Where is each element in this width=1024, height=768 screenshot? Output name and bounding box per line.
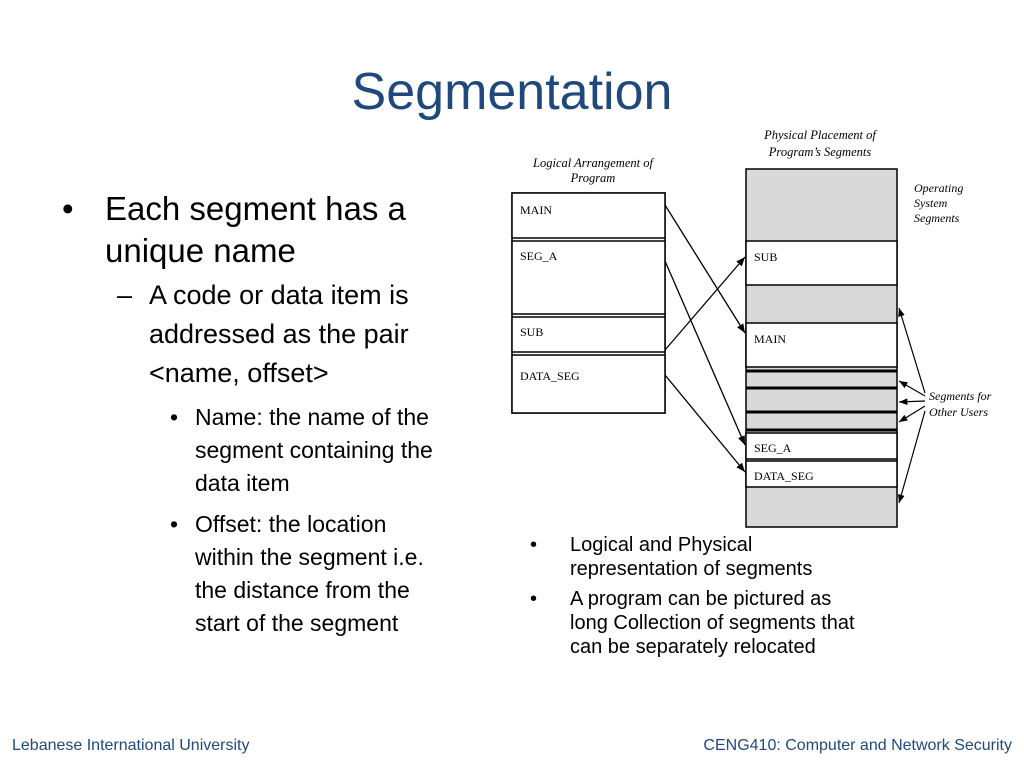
logical-label-sub: SUB: [520, 325, 543, 339]
footer-university: Lebanese International University: [12, 737, 250, 754]
os-label-line1: Operating: [914, 181, 963, 195]
bullet-dot: •: [170, 404, 179, 430]
physical-seg-sub: [745, 240, 898, 286]
logical-label-seg-a: SEG_A: [520, 249, 558, 263]
physical-column: SUB MAIN SEG_A DATA_SEG: [745, 168, 898, 528]
bullet-text: Offset: the location: [195, 511, 387, 537]
logical-caption-line2: Program: [570, 171, 616, 185]
logical-seg-a: [511, 240, 666, 315]
logical-seg-sub: [511, 316, 666, 353]
note-text: can be separately relocated: [570, 636, 816, 658]
bullet-dot: •: [170, 511, 179, 537]
physical-seg-a: [745, 432, 898, 460]
bullet-dot: •: [530, 534, 538, 556]
arrow-sub: [664, 256, 746, 351]
physical-seg-data: [745, 460, 898, 488]
physical-label-main: MAIN: [754, 332, 786, 346]
diagram-notes: • Logical and Physical representation of…: [530, 533, 930, 665]
note-item: • A program can be pictured as long Coll…: [530, 587, 930, 659]
note-item: • Logical and Physical representation of…: [530, 533, 930, 581]
logical-caption-line1: Logical Arrangement of: [532, 156, 654, 170]
logical-seg-data: [511, 354, 666, 414]
segmentation-diagram: Logical Arrangement of Program Physical …: [505, 125, 1010, 530]
note-text: Logical and Physical: [570, 534, 753, 556]
bullet-text: <name, offset>: [149, 358, 329, 388]
arrow-seg-a: [664, 260, 746, 446]
bullet-level2: – A code or data item is addressed as th…: [117, 276, 502, 393]
bullet-level3-name: • Name: the name of the segment containi…: [170, 401, 502, 500]
bullet-text: A code or data item is: [149, 280, 409, 310]
bullet-text: unique name: [105, 232, 296, 269]
bullet-text: Name: the name of the: [195, 404, 429, 430]
logical-column: MAIN SEG_A SUB DATA_SEG: [511, 192, 666, 414]
os-label-line2: System: [914, 196, 948, 210]
arrow-other-users: [898, 405, 926, 423]
bullet-text: data item: [195, 470, 290, 496]
logical-seg-main: [511, 192, 666, 239]
note-text: representation of segments: [570, 558, 813, 580]
bullet-list: • Each segment has a unique name – A cod…: [62, 188, 502, 640]
arrow-other-users: [898, 380, 926, 397]
note-text: long Collection of segments that: [570, 612, 855, 634]
os-label-line3: Segments: [914, 211, 960, 225]
physical-label-sub: SUB: [754, 250, 777, 264]
bullet-text: addressed as the pair: [149, 319, 409, 349]
bullet-dot: •: [62, 190, 74, 227]
arrow-main: [664, 204, 746, 334]
arrow-other-users: [898, 398, 926, 406]
bullet-text: the distance from the: [195, 577, 410, 603]
physical-caption-line1: Physical Placement of: [763, 128, 877, 142]
physical-label-data-seg: DATA_SEG: [754, 469, 814, 483]
bullet-text: segment containing the: [195, 437, 433, 463]
logical-label-data-seg: DATA_SEG: [520, 369, 580, 383]
segmentation-figure: Logical Arrangement of Program Physical …: [511, 128, 992, 528]
bullet-level1: • Each segment has a unique name: [62, 188, 502, 272]
physical-label-seg-a: SEG_A: [754, 441, 792, 455]
bullet-text: start of the segment: [195, 610, 399, 636]
bullet-dot: •: [530, 588, 538, 610]
arrow-data-seg: [664, 374, 746, 473]
arrow-other-users: [898, 410, 926, 504]
bullet-text: within the segment i.e.: [195, 544, 424, 570]
slide-title: Segmentation: [351, 63, 673, 121]
others-label-line2: Other Users: [929, 405, 988, 419]
bullet-text: Each segment has a: [105, 190, 406, 227]
physical-caption-line2: Program’s Segments: [768, 145, 872, 159]
logical-label-main: MAIN: [520, 203, 552, 217]
bullet-dash: –: [117, 280, 133, 310]
note-text: A program can be pictured as: [570, 588, 832, 610]
arrow-other-users: [898, 307, 926, 394]
footer-course: CENG410: Computer and Network Security: [703, 737, 1012, 754]
physical-seg-main: [745, 322, 898, 368]
bullet-level3-offset: • Offset: the location within the segmen…: [170, 508, 502, 640]
others-label-line1: Segments for: [929, 389, 992, 403]
